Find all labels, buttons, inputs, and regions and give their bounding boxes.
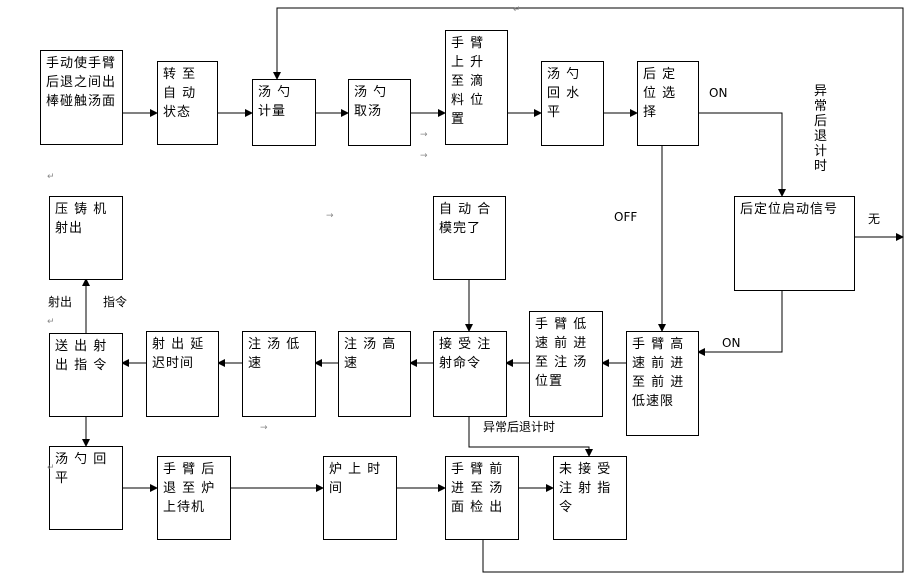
box-no-accept-text: 未 接 受 注 射 指 令 (559, 462, 617, 515)
box-send-shoot: 送 出 射 出 指 令 (49, 333, 123, 417)
box-arm-forward-detect: 手 臂 前 进 至 汤 面 检 出 (445, 456, 519, 540)
label-none: 无 (868, 212, 881, 226)
box-ladle-level: 汤 勺 回 水 平 (541, 61, 604, 146)
box-rear-select: 后 定 位 选 择 (637, 61, 699, 146)
box-arm-forward-detect-text: 手 臂 前 进 至 汤 面 检 出 (451, 462, 509, 515)
label-abnormal-top: 异常后退计时 (814, 84, 828, 174)
box-manual-arm: 手动使手臂后退之间出棒碰触汤面 (40, 50, 123, 145)
box-arm-back-standby-text: 手 臂 后 退 至 炉 上待机 (163, 462, 221, 515)
label-on-top: ON (709, 86, 728, 100)
box-arm-high-forward-text: 手 臂 高 速 前 进 至 前 进 低速限 (632, 337, 690, 409)
box-pour-high: 注 汤 高 速 (338, 331, 411, 417)
box-shoot-delay: 射 出 延 迟时间 (146, 331, 219, 417)
box-die-cast-shoot-text: 压 铸 机 射出 (55, 202, 113, 236)
box-arm-up-text: 手 臂 上 升 至 滴 料 位 置 (451, 36, 490, 127)
box-accept-shoot-text: 接 受 注 射命令 (439, 337, 497, 371)
box-pour-low: 注 汤 低 速 (242, 331, 316, 417)
box-arm-high-forward: 手 臂 高 速 前 进 至 前 进 低速限 (626, 331, 699, 436)
label-command: 指令 (103, 295, 128, 309)
box-rear-signal-text: 后定位启动信号 (740, 202, 839, 217)
label-abnormal-bottom: 异常后退计时 (483, 420, 556, 434)
box-send-shoot-text: 送 出 射 出 指 令 (55, 339, 113, 373)
box-arm-low-forward-text: 手 臂 低 速 前 进 至 注 汤 位置 (535, 317, 593, 389)
label-shoot-out: 射出 (48, 295, 73, 309)
box-furnace-time-text: 炉 上 时 间 (329, 462, 387, 496)
box-furnace-time: 炉 上 时 间 (323, 456, 397, 540)
paragraph-mark: ↵ (47, 463, 55, 473)
arrow-signal-on-to-armhigh (697, 291, 783, 356)
box-arm-low-forward: 手 臂 低 速 前 进 至 注 汤 位置 (529, 311, 603, 417)
tab-mark: → (420, 130, 428, 140)
box-pour-high-text: 注 汤 高 速 (344, 337, 402, 371)
tab-mark: → (420, 151, 428, 161)
box-rear-select-text: 后 定 位 选 择 (643, 67, 682, 120)
label-on-bottom: ON (722, 336, 741, 350)
box-ladle-meter: 汤 勺 计量 (252, 79, 316, 146)
tab-mark: → (260, 423, 268, 433)
box-ladle-meter-text: 汤 勺 计量 (258, 85, 297, 119)
loop-bottom-return (482, 237, 904, 573)
box-die-cast-shoot: 压 铸 机 射出 (49, 196, 123, 280)
paragraph-mark: ↵ (513, 5, 521, 15)
box-to-auto: 转 至 自 动 状态 (157, 61, 218, 145)
box-rear-signal: 后定位启动信号 (734, 196, 855, 291)
box-auto-close: 自 动 合 模完了 (433, 196, 506, 280)
box-arm-up: 手 臂 上 升 至 滴 料 位 置 (445, 30, 508, 145)
paragraph-mark: ↵ (47, 317, 55, 327)
box-ladle-level-text: 汤 勺 回 水 平 (547, 67, 586, 120)
box-to-auto-text: 转 至 自 动 状态 (163, 67, 202, 120)
box-manual-arm-text: 手动使手臂后退之间出棒碰触汤面 (46, 56, 117, 109)
box-arm-back-standby: 手 臂 后 退 至 炉 上待机 (157, 456, 231, 540)
box-shoot-delay-text: 射 出 延 迟时间 (152, 337, 210, 371)
loop-top-return (273, 7, 904, 237)
box-ladle-take: 汤 勺 取汤 (348, 79, 411, 146)
tab-mark: → (326, 211, 334, 221)
arrow-select-on-to-signal (698, 112, 786, 197)
box-no-accept: 未 接 受 注 射 指 令 (553, 456, 627, 540)
box-ladle-level2: 汤 勺 回 平 (49, 446, 123, 530)
box-ladle-take-text: 汤 勺 取汤 (354, 85, 393, 119)
box-accept-shoot: 接 受 注 射命令 (433, 331, 507, 417)
arrow-accept-abnormal-to-noaccept (468, 416, 593, 457)
box-auto-close-text: 自 动 合 模完了 (439, 202, 497, 236)
box-ladle-level2-text: 汤 勺 回 平 (55, 452, 113, 486)
box-pour-low-text: 注 汤 低 速 (248, 337, 306, 371)
label-off: OFF (614, 210, 638, 224)
paragraph-mark: ↵ (47, 172, 55, 182)
